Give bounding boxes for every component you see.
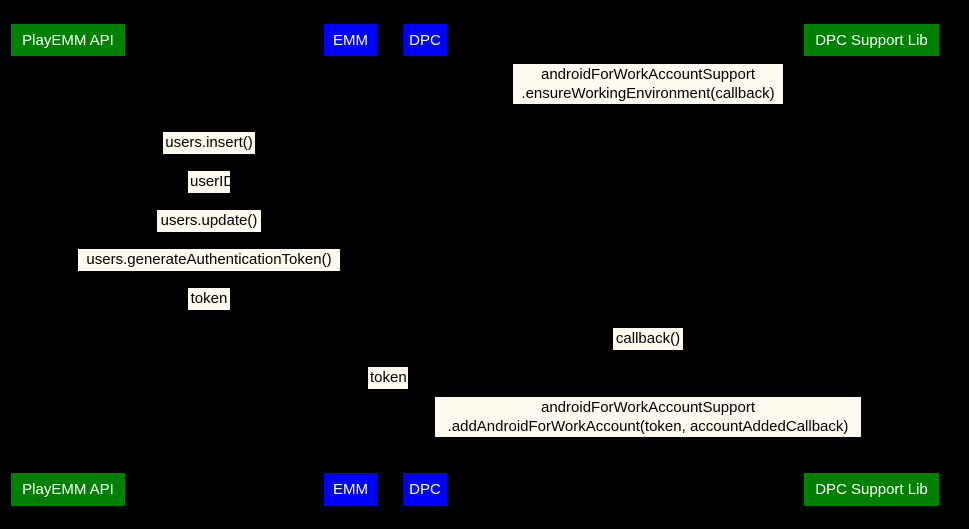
arrow-generate-auth-token [68,272,350,273]
lifeline-playemm-api [68,56,69,473]
participant-footer-dpc-label: DPC [409,481,441,498]
participant-header-dpc-label: DPC [409,31,441,49]
lifeline-dpc-support-lib [871,56,872,473]
participant-header-playemm-api-label: PlayEMM API [22,31,114,49]
arrow-userid [68,194,350,195]
message-label-users-update: users.update() [157,210,261,232]
arrow-ensure-working-environment [425,105,871,106]
message-label-generate-auth-token: users.generateAuthenticationToken() [78,249,340,271]
arrow-users-insert [68,155,350,156]
participant-header-dpc[interactable]: DPC [403,24,447,56]
participant-footer-dpc[interactable]: DPC [403,473,447,506]
message-label-add-account: androidForWorkAccountSupport .addAndroid… [435,397,861,437]
message-label-ensure-working-environment: androidForWorkAccountSupport .ensureWork… [513,64,783,104]
message-label-token-to-emm: token [188,288,230,310]
participant-header-emm[interactable]: EMM [324,24,377,56]
participant-footer-dpc-support-lib-label: DPC Support Lib [815,481,928,498]
message-label-callback: callback() [613,328,683,350]
arrow-callback [425,351,871,352]
lifeline-dpc [425,56,426,473]
arrow-token-to-dpc [350,390,425,391]
lifeline-emm [350,56,351,473]
participant-footer-playemm-api-label: PlayEMM API [22,481,114,498]
participant-footer-playemm-api[interactable]: PlayEMM API [11,473,125,506]
participant-header-playemm-api[interactable]: PlayEMM API [11,24,125,56]
participant-header-emm-label: EMM [333,31,368,49]
arrow-token-to-emm [68,311,350,312]
participant-header-dpc-support-lib[interactable]: DPC Support Lib [804,24,939,56]
arrow-users-update [68,233,350,234]
message-label-userid: userID [188,171,234,193]
arrow-add-account [425,438,871,439]
message-label-token-to-dpc: token [368,367,408,389]
participant-footer-emm-label: EMM [333,481,368,498]
message-label-users-insert: users.insert() [163,132,255,154]
participant-header-dpc-support-lib-label: DPC Support Lib [815,31,928,49]
participant-footer-emm[interactable]: EMM [324,473,377,506]
participant-footer-dpc-support-lib[interactable]: DPC Support Lib [804,473,939,506]
